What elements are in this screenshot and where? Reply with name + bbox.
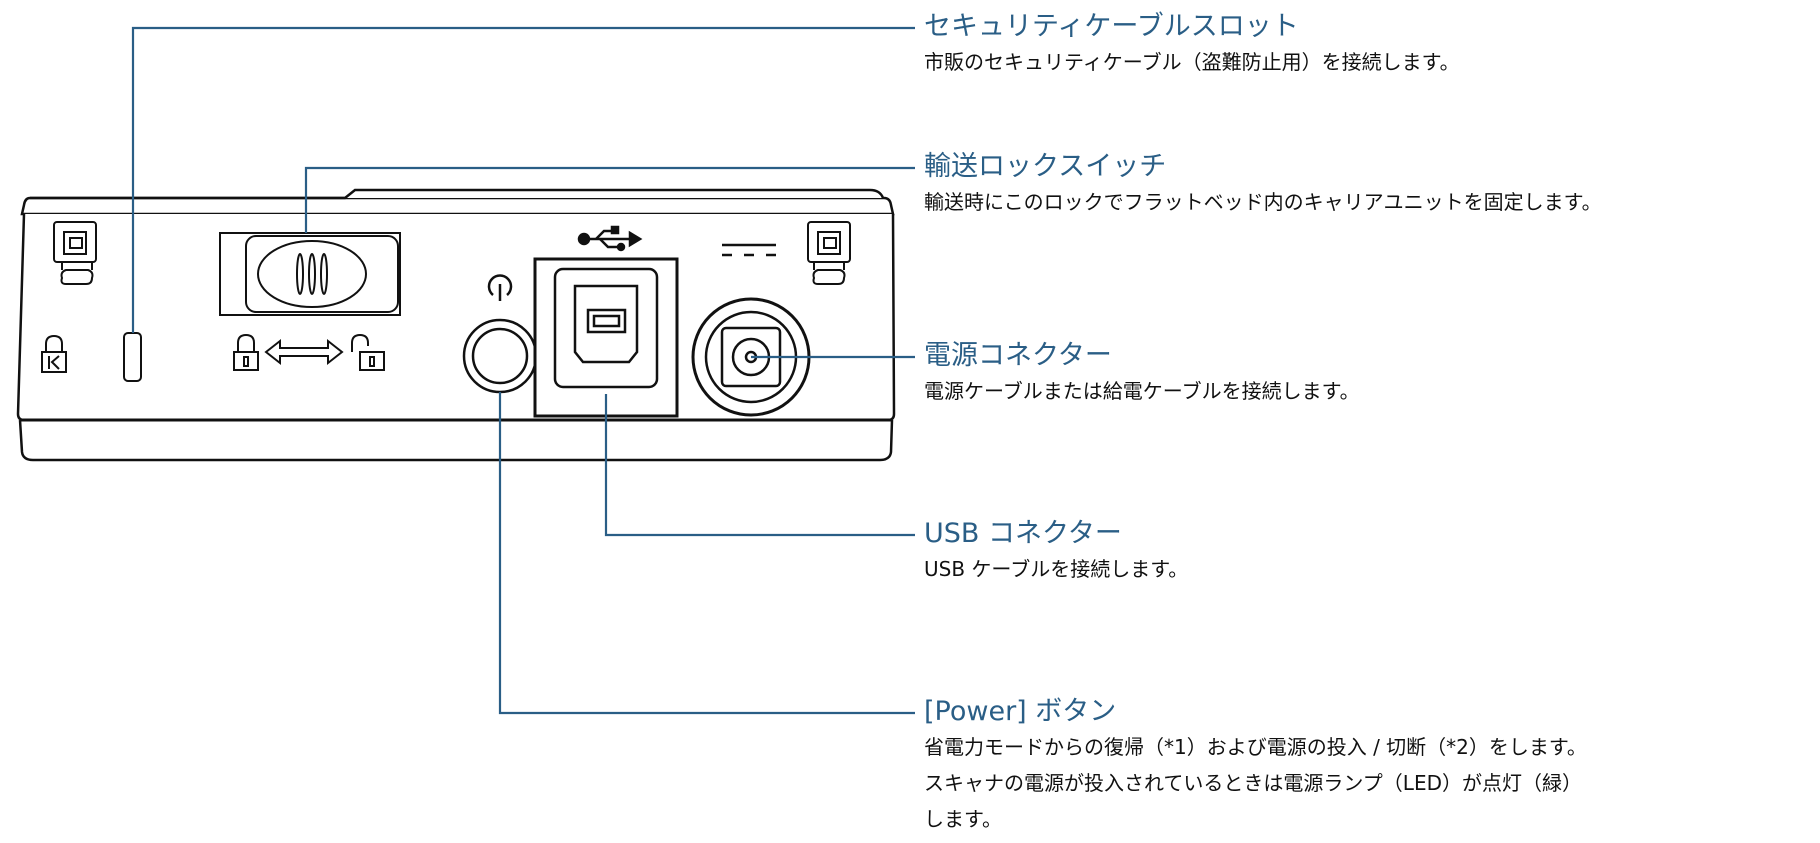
dc-power-icon [722, 243, 776, 257]
callout-desc: 電源ケーブルまたは給電ケーブルを接続します。 [924, 379, 1360, 403]
callout-desc: 市販のセキュリティケーブル（盗難防止用）を接続します。 [924, 50, 1460, 74]
callout-desc: USB ケーブルを接続します。 [924, 557, 1189, 581]
leader-lines [131, 26, 915, 715]
callout-power-connector: 電源コネクター 電源ケーブルまたは給電ケーブルを接続します。 [924, 339, 1360, 409]
right-hinge [807, 221, 851, 285]
double-arrow-icon [264, 338, 344, 366]
callout-title: 輸送ロックスイッチ [924, 151, 1167, 182]
usb-connector [533, 257, 679, 418]
power-icon [487, 274, 513, 301]
callout-title: USB コネクター [924, 518, 1122, 549]
leader-security-slot [131, 26, 915, 333]
callout-desc: 輸送時にこのロックでフラットベッド内のキャリアユニットを固定します。 [924, 190, 1602, 214]
leader-usb-connector [604, 394, 915, 537]
callout-desc-line: スキャナの電源が投入されているときは電源ランプ（LED）が点灯（緑） [924, 771, 1582, 795]
leader-power-button [498, 392, 915, 715]
power-button[interactable] [462, 318, 538, 394]
usb-icon [577, 225, 643, 252]
unlock-icon [351, 333, 385, 371]
callout-title: 電源コネクター [924, 340, 1112, 371]
leader-transport-lock [304, 166, 915, 233]
callout-security-slot: セキュリティケーブルスロット 市販のセキュリティケーブル（盗難防止用）を接続しま… [924, 10, 1460, 80]
callout-transport-lock: 輸送ロックスイッチ 輸送時にこのロックでフラットベッド内のキャリアユニットを固定… [924, 150, 1602, 220]
callout-title: [Power] ボタン [924, 696, 1117, 727]
callout-desc: 省電力モードからの復帰（*1）および電源の投入 / 切断（*2）をします。 スキ… [924, 729, 1587, 837]
transport-lock-switch [219, 232, 401, 316]
callout-desc-line: します。 [924, 807, 1002, 831]
kensington-lock-icon [41, 334, 67, 373]
callout-title: セキュリティケーブルスロット [924, 11, 1299, 42]
security-cable-slot [123, 332, 142, 382]
lock-icon [233, 333, 259, 371]
left-hinge [53, 221, 97, 285]
callout-desc-line: 省電力モードからの復帰（*1）および電源の投入 / 切断（*2）をします。 [924, 735, 1587, 759]
callout-usb-connector: USB コネクター USB ケーブルを接続します。 [924, 517, 1188, 587]
callout-power-button: [Power] ボタン 省電力モードからの復帰（*1）および電源の投入 / 切断… [924, 695, 1587, 837]
